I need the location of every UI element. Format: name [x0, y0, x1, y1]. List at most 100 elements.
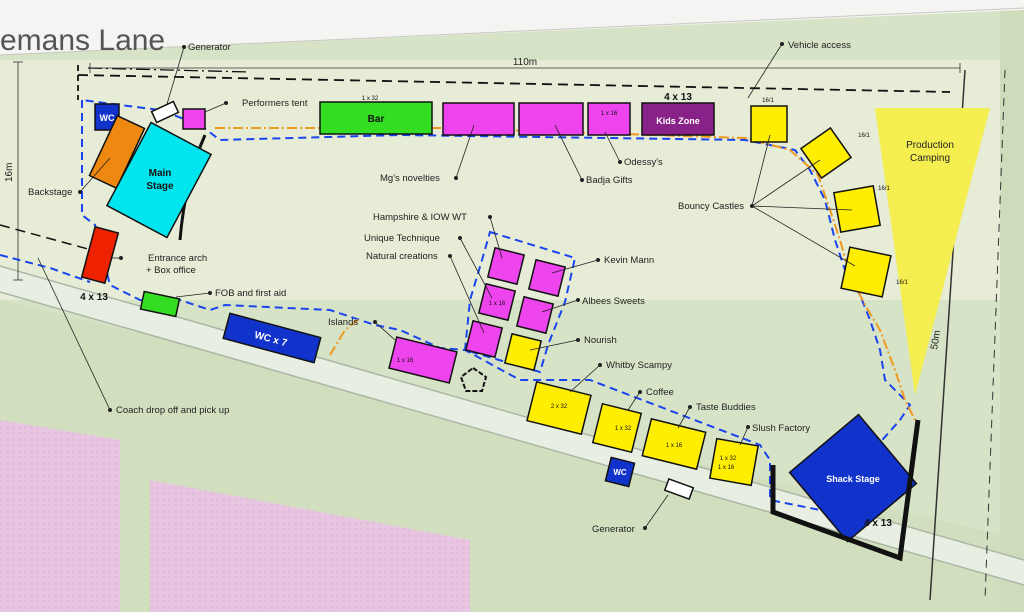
mg-novelties-tent[interactable]	[442, 102, 515, 136]
backstage-tent[interactable]	[88, 114, 146, 190]
taste-buddies-tent[interactable]	[641, 417, 707, 471]
label-kevin-mann: Kevin Mann	[604, 255, 654, 266]
shack-stage-label: Shack Stage	[826, 474, 880, 484]
pentagon-feature	[459, 366, 488, 392]
bar-tent[interactable]	[319, 101, 433, 135]
label-coach: Coach drop off and pick up	[116, 405, 229, 416]
odessys-tent[interactable]	[587, 102, 631, 136]
leader-lines	[37, 43, 856, 529]
bouncy-castle-3[interactable]	[832, 184, 882, 234]
label-whitby: Whitby Scampy	[606, 360, 672, 371]
wc-block[interactable]	[222, 312, 322, 364]
whitby-scampy-tent[interactable]	[526, 380, 592, 436]
kids-zone-tent[interactable]	[641, 102, 715, 136]
whitby-size: 2 x 32	[551, 404, 568, 410]
label-bouncy-castles: Bouncy Castles	[678, 201, 744, 212]
main-stage-label-1: Main	[149, 168, 172, 179]
dimension-50m: 50m	[929, 329, 943, 350]
albees-sweets-tent[interactable]	[515, 295, 555, 335]
hampshire-iow-tent[interactable]	[486, 246, 526, 286]
path-islands	[329, 317, 361, 356]
label-hampshire: Hampshire & IOW WT	[373, 212, 467, 223]
label-generator-bottom: Generator	[592, 524, 635, 535]
dimension-16m: 16m	[4, 163, 15, 182]
label-generator-top: Generator	[188, 42, 231, 53]
wc-bottom-label: WC	[613, 468, 627, 477]
main-stage[interactable]	[105, 121, 213, 239]
label-islands: Islands	[328, 317, 358, 328]
performers-tent[interactable]	[182, 108, 206, 130]
castle-3-size: 16/1	[878, 186, 890, 192]
entrance-dim: 4 x 13	[80, 292, 108, 303]
coffee-tent[interactable]	[591, 402, 643, 454]
label-badja-gifts: Badja Gifts	[586, 175, 633, 186]
label-mg-novelties: Mg's novelties	[380, 173, 440, 184]
unique-size: 1 x 16	[489, 301, 506, 307]
entrance-arch[interactable]	[80, 225, 120, 285]
production-camping-label-1: Production	[906, 140, 954, 151]
islands-size: 1 x 16	[397, 358, 414, 364]
production-camping-area	[875, 108, 990, 395]
kids-zone-dim: 4 x 13	[664, 92, 692, 103]
label-unique-technique: Unique Technique	[364, 233, 440, 244]
generator-top[interactable]	[150, 100, 180, 124]
label-backstage: Backstage	[28, 187, 72, 198]
boundary-top-dashdot	[87, 67, 251, 73]
label-vehicle-access: Vehicle access	[788, 40, 851, 51]
stall-fence	[463, 230, 577, 374]
odessys-size: 1 x 16	[601, 111, 618, 117]
label-taste-buddies: Taste Buddies	[696, 402, 756, 413]
wc-top-label: WC	[100, 113, 115, 123]
vehicle-path	[215, 127, 916, 421]
slush-size-2: 1 x 16	[718, 465, 735, 471]
road-name: emans Lane	[0, 24, 165, 57]
coffee-size: 1 x 32	[615, 426, 632, 432]
purple-plot-left	[0, 420, 120, 612]
kevin-mann-tent[interactable]	[527, 258, 567, 298]
label-slush-factory: Slush Factory	[752, 423, 810, 434]
wc-bottom[interactable]	[604, 456, 636, 488]
dimension-110m: 110m	[513, 57, 537, 68]
label-natural-creations: Natural creations	[366, 251, 438, 262]
boundary-right-dashed	[984, 69, 1006, 601]
bouncy-castle-4[interactable]	[840, 246, 892, 298]
generator-bottom[interactable]	[663, 477, 695, 501]
production-camping-label-2: Camping	[910, 153, 950, 164]
label-coffee: Coffee	[646, 387, 674, 398]
shack-stage[interactable]	[788, 413, 918, 543]
castle-2-size: 16/1	[858, 133, 870, 139]
label-odessys: Odessy's	[624, 157, 663, 168]
label-fob: FOB and first aid	[215, 288, 286, 299]
label-nourish: Nourish	[584, 335, 617, 346]
fence-lower-left	[0, 254, 91, 283]
nourish-tent[interactable]	[503, 332, 543, 372]
right-strip	[1000, 0, 1024, 612]
bouncy-castle-1[interactable]	[750, 105, 788, 143]
castle-1-size: 16/1	[762, 98, 774, 104]
taste-size: 1 x 16	[666, 443, 683, 449]
boundary-top-dashed	[77, 74, 951, 93]
purple-plot-right	[150, 480, 470, 612]
boundary-left-dashed	[0, 224, 111, 256]
bar-size: 1 x 32	[362, 96, 379, 102]
shack-dim: 4 x 13	[864, 518, 892, 529]
bouncy-castle-2[interactable]	[799, 126, 853, 180]
label-albees-sweets: Albees Sweets	[582, 296, 645, 307]
shack-barrier	[770, 419, 921, 562]
main-stage-label-2: Stage	[146, 181, 174, 192]
islands-tent[interactable]	[388, 336, 458, 384]
kids-zone-label: Kids Zone	[656, 116, 700, 126]
bar-label: Bar	[368, 114, 385, 125]
unique-technique-tent[interactable]	[477, 282, 517, 322]
natural-creations-tent[interactable]	[464, 319, 504, 359]
label-box-office: + Box office	[146, 265, 196, 276]
slush-size: 1 x 32	[720, 456, 737, 462]
slush-factory-tent[interactable]	[708, 437, 760, 487]
label-performers-tent: Performers tent	[242, 98, 308, 109]
badja-gifts-tent[interactable]	[518, 102, 584, 136]
road-top	[0, 0, 1024, 55]
label-entrance-arch: Entrance arch	[148, 253, 207, 264]
road-edge	[0, 7, 1024, 56]
fob-first-aid[interactable]	[139, 290, 181, 318]
